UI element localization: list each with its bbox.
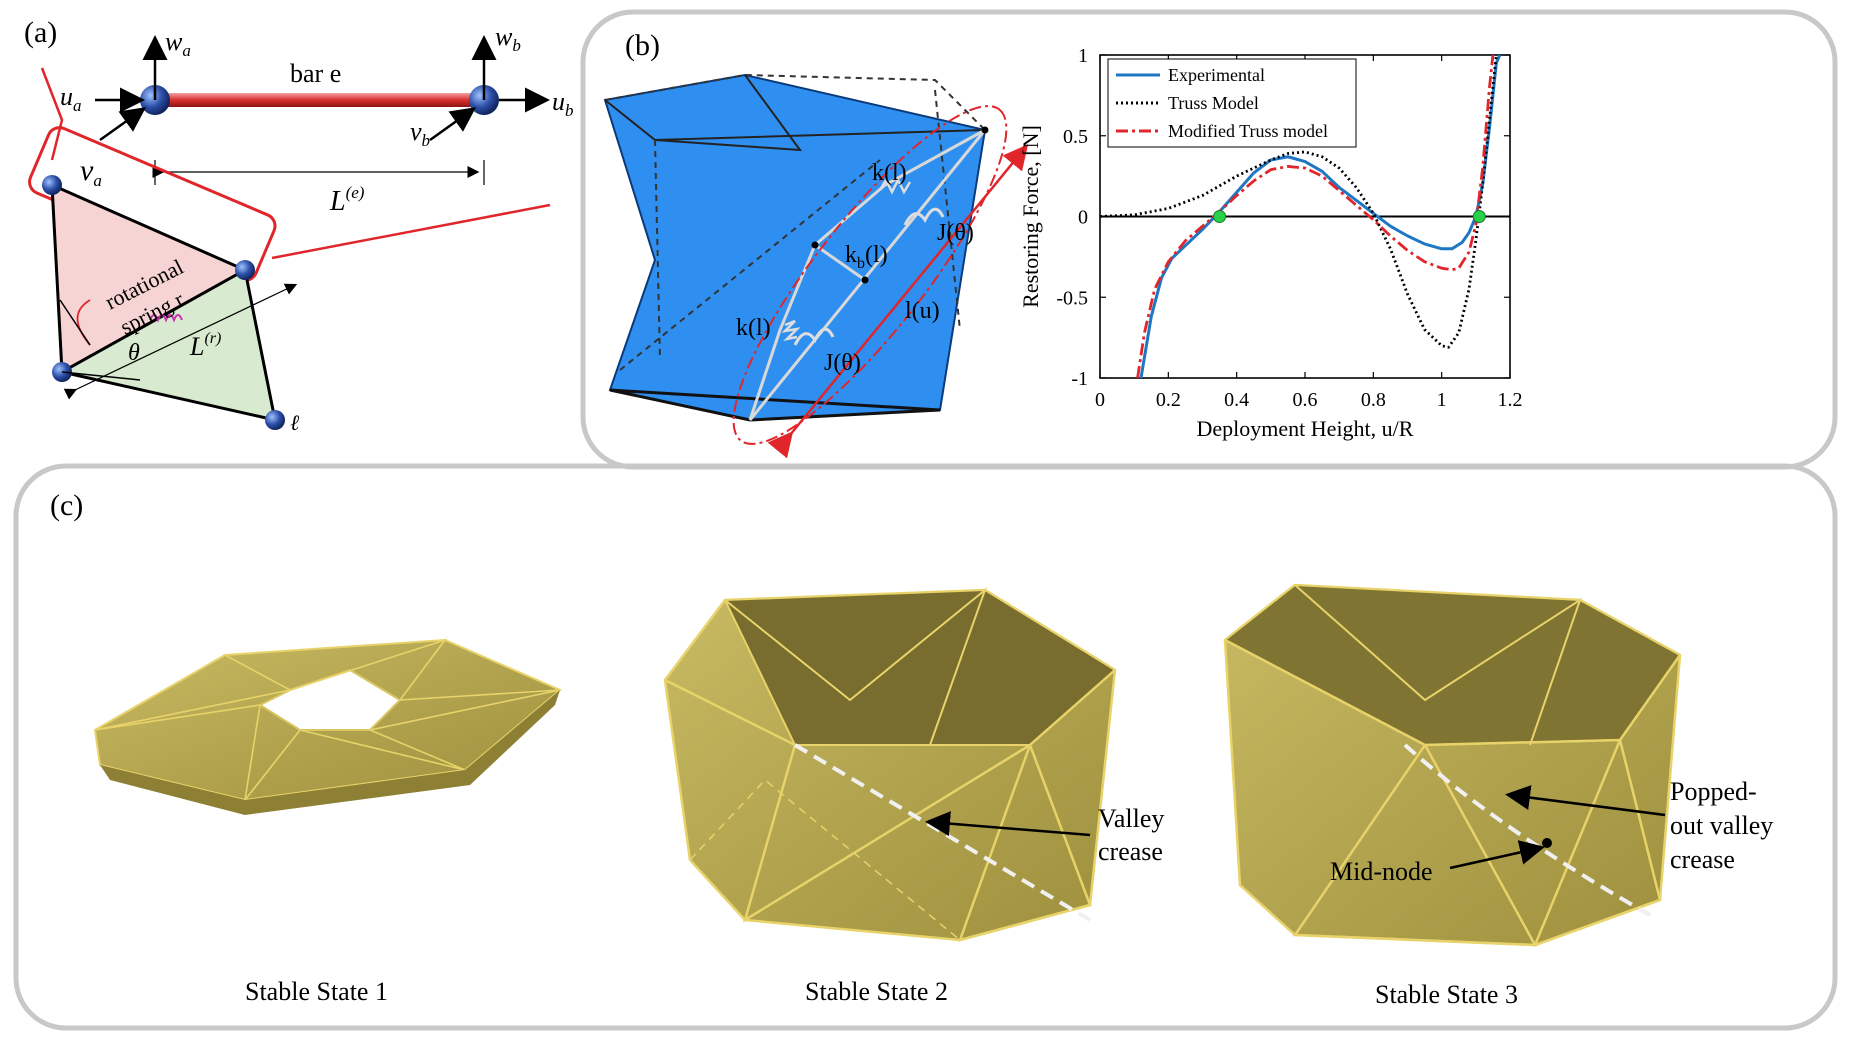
x-tick-label: 1: [1437, 389, 1447, 411]
arrow-v-a: [99, 107, 147, 142]
panel-a-tag: (a): [24, 16, 57, 49]
restoring-force-chart: 0 0.2 0.4 0.6 0.8 1 1.2 1 0.5 0 -0.5 -1 Experimental…: [1018, 45, 1523, 441]
label-j-bottom: J(θ): [824, 350, 861, 376]
node-right-ball: [235, 260, 255, 280]
valley-label-2: crease: [1098, 837, 1163, 866]
series-line-1: [1100, 55, 1498, 349]
series-line-0: [1139, 55, 1502, 378]
label-l-r: L(r): [189, 330, 221, 361]
panel-c: (c) Stable State 1 Valley crease Stable …: [13, 463, 1838, 1031]
y-tick-label: -0.5: [1056, 287, 1088, 309]
arrow-v-b: [429, 107, 477, 142]
x-tick-label: 0.6: [1293, 389, 1318, 411]
panel-c-frame: [13, 463, 1838, 1031]
panel-c-tag: (c): [50, 489, 83, 522]
label-state-2: Stable State 2: [805, 977, 948, 1006]
x-tick-label: 0.2: [1156, 389, 1181, 411]
x-tick-label: 0.4: [1224, 389, 1249, 411]
stable-state-2-model: [663, 586, 1117, 942]
x-tick-label: 0.8: [1361, 389, 1386, 411]
y-tick-label: 0.5: [1063, 126, 1088, 148]
label-state-3: Stable State 3: [1375, 980, 1518, 1009]
leader-line-left: [40, 67, 64, 161]
y-tick-label: 0: [1078, 207, 1088, 229]
popped-crease-arrow: [1505, 785, 1666, 817]
popped-label-3: crease: [1670, 845, 1735, 874]
label-v-a: va: [80, 154, 102, 190]
equilibrium-marker-0: [1213, 210, 1227, 223]
panel-a: (a) bar e wa ua va wb ub vb L(e): [24, 16, 574, 435]
label-node-l: ℓ: [290, 410, 300, 435]
mid-node-dot: [1542, 838, 1552, 848]
stable-state-1-model: [93, 638, 562, 815]
label-v-b: vb: [410, 117, 430, 150]
popped-crease-line: [1403, 743, 1651, 917]
label-kb: kb(l): [845, 242, 888, 272]
valley-crease-line: [793, 743, 1092, 922]
label-j-top: J(θ): [937, 220, 974, 246]
mid-node-label: Mid-node: [1330, 857, 1433, 886]
series-line-2: [1136, 55, 1495, 378]
x-axis-label: Deployment Height, u/R: [1197, 416, 1414, 441]
dimension-l-r: [63, 283, 298, 400]
x-tick-label: 0: [1095, 389, 1105, 411]
panel-b-tag: (b): [625, 29, 660, 62]
y-axis-label: Restoring Force, [N]: [1018, 125, 1043, 308]
popped-label-2: out valley: [1670, 811, 1773, 840]
legend-entry-2: Modified Truss model: [1168, 121, 1328, 141]
bar-e: [155, 93, 485, 107]
label-w-a: wa: [165, 27, 191, 60]
node-l-ball: [265, 410, 285, 430]
length-l-u-arrow: [767, 144, 1029, 459]
label-l-e: L(e): [329, 183, 365, 217]
label-state-1: Stable State 1: [245, 977, 388, 1006]
valley-crease-arrow: [925, 811, 1091, 837]
mid-node-arrow: [1449, 840, 1545, 870]
label-w-b: wb: [495, 22, 521, 55]
y-tick-label: 1: [1078, 45, 1088, 67]
label-u-b: ub: [552, 87, 574, 120]
label-l-u: l(u): [905, 298, 940, 324]
stable-state-3-model: [1223, 583, 1682, 948]
equilibrium-marker-1: [1472, 210, 1486, 223]
leader-line-right: [271, 203, 551, 260]
label-u-a: ua: [60, 82, 82, 115]
panel-b: (b) k(l) kb(l) J(θ) k(l) J(θ) l(u) 0 0: [580, 9, 1838, 470]
label-k-top: k(l): [872, 160, 907, 186]
y-tick-label: -1: [1071, 368, 1088, 390]
node-top-ball: [42, 175, 62, 195]
legend-entry-0: Experimental: [1168, 65, 1265, 85]
kresling-cylinder: [603, 73, 987, 422]
popped-label-1: Popped-: [1670, 777, 1757, 806]
legend-entry-1: Truss Model: [1168, 93, 1259, 113]
x-tick-label: 1.2: [1498, 389, 1523, 411]
valley-label-1: Valley: [1098, 804, 1164, 833]
label-k-bottom: k(l): [736, 315, 771, 341]
bar-label: bar e: [290, 59, 341, 88]
